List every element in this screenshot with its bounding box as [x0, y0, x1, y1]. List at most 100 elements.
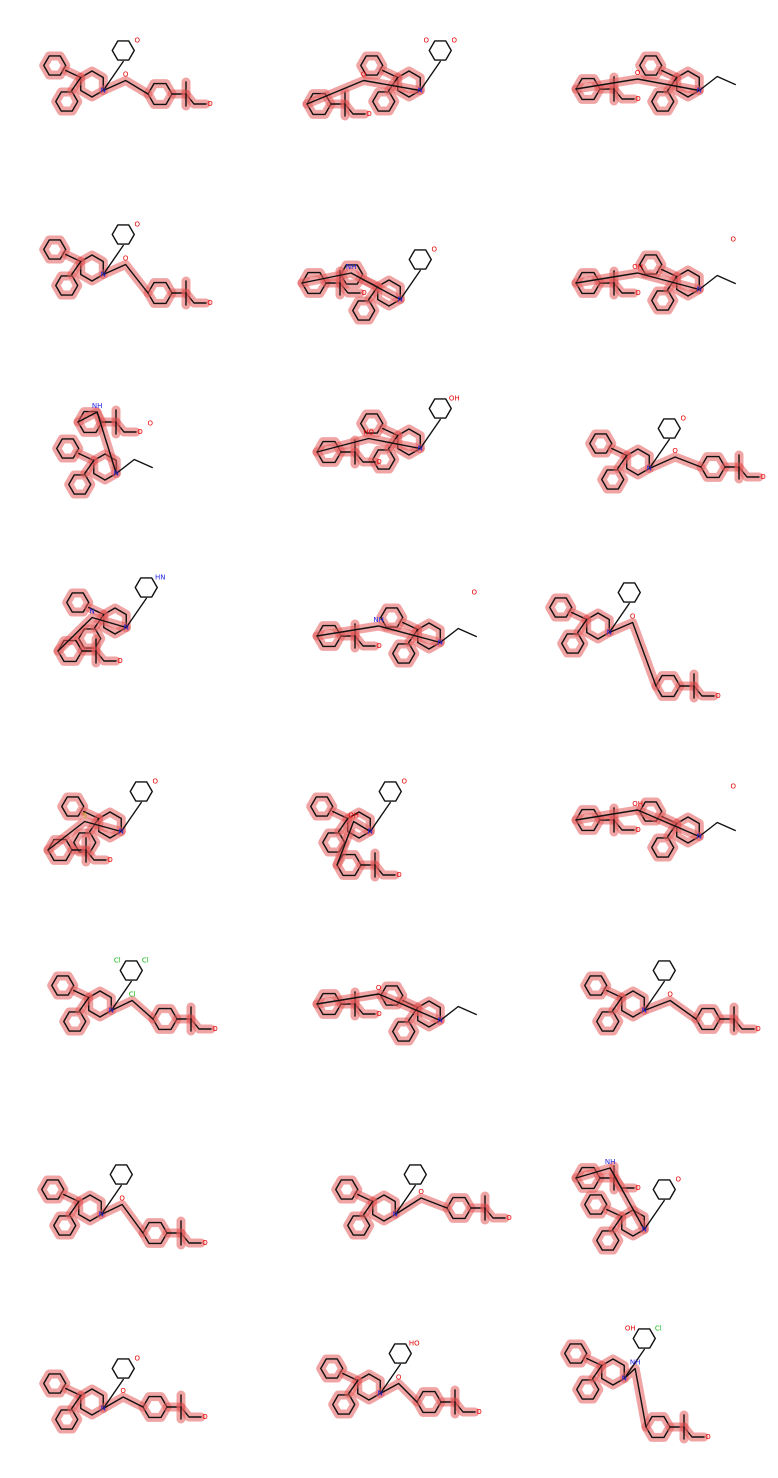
linker	[316, 437, 421, 453]
phenyl-ring-a	[589, 433, 613, 454]
atom-label: O	[376, 984, 382, 992]
molecule-drawing: NOO	[331, 1164, 512, 1240]
molecule-structure: NOO	[37, 1164, 208, 1250]
acid-oxygen: O	[755, 1025, 761, 1033]
molecule-structure: NOO	[312, 981, 477, 1046]
atom-label: O	[731, 236, 737, 244]
phenyl-ring-a	[61, 796, 85, 817]
chlorocyclohexane-bond	[110, 980, 132, 1012]
ph-bond-b	[363, 1200, 374, 1216]
linker	[648, 456, 702, 470]
molecule-drawing: NOO	[312, 981, 477, 1046]
imidazolidinone-bond	[643, 1199, 665, 1231]
styryl-bond	[379, 1363, 401, 1395]
imidazolidinone-ring	[652, 1179, 676, 1200]
cyclohexene-ring	[111, 40, 135, 61]
phenyl-ring-a	[549, 597, 573, 618]
tbutyl-chain	[698, 75, 736, 92]
atom-label: O	[452, 37, 458, 45]
atom-label: O	[424, 37, 430, 45]
atom-label: O	[148, 420, 154, 428]
ph-bond-b	[348, 1379, 359, 1395]
acid-oxygen: O	[117, 657, 123, 665]
atom-label: O	[135, 37, 141, 45]
atom-label: OH	[625, 1325, 636, 1333]
acid-oxygen: O	[207, 100, 213, 108]
atom-label: N	[438, 639, 443, 647]
atom-label: O	[676, 1176, 682, 1184]
linker	[102, 1396, 144, 1410]
linker-highlight	[644, 452, 706, 473]
acid-oxygen: O	[212, 1025, 218, 1033]
molecule-structure: NOO	[580, 960, 761, 1036]
isopropylbenzene-ring	[109, 1164, 133, 1185]
atom-label: NH	[346, 263, 357, 271]
atom-label: O	[119, 1195, 125, 1203]
linker	[301, 272, 401, 301]
linker	[316, 625, 441, 644]
linker	[575, 1167, 645, 1231]
acid-oxygen: O	[107, 856, 113, 864]
linker-highlight	[98, 260, 153, 298]
indole-bond	[125, 597, 147, 629]
linker	[47, 820, 122, 851]
atom-label: N	[607, 629, 612, 637]
molecule-drawing: NOO	[571, 51, 736, 116]
linker-highlight	[96, 1200, 148, 1238]
polycycle-bond	[419, 60, 441, 92]
atom-label: O	[681, 415, 687, 423]
phenyl-ring-a	[360, 413, 384, 434]
cyclopentyl-amide-bond	[399, 269, 421, 301]
acid-oxygen: O	[635, 826, 641, 834]
dimethoxy-ring	[657, 418, 681, 439]
isopropylbenzene-bond	[100, 1184, 122, 1216]
acid-oxygen: O	[635, 289, 641, 297]
ph-bond-b	[84, 459, 95, 475]
atom-label: N	[647, 465, 652, 473]
atom-label: O	[635, 69, 641, 77]
ph-bond-b	[592, 1364, 603, 1380]
linker	[57, 616, 127, 652]
atom-label: O	[630, 613, 636, 621]
atom-label: Cl	[655, 1325, 662, 1333]
linker	[575, 78, 700, 92]
acid-oxygen: O	[635, 1184, 641, 1192]
cyclohexene-bond	[102, 60, 124, 92]
acid-oxygen: O	[760, 473, 766, 481]
linker	[336, 820, 371, 866]
atom-label: O	[123, 71, 129, 79]
acid-oxygen: O	[476, 1408, 482, 1416]
atom-label: N	[393, 1211, 398, 1219]
atom-label: O	[667, 991, 673, 999]
ph-bond-b	[577, 618, 588, 634]
ph-bond-b	[612, 1215, 623, 1231]
dihydropyridine-ring	[111, 1358, 135, 1379]
phenyl-ring-a	[56, 438, 80, 459]
atom-label: N	[438, 1017, 443, 1025]
molecule-drawing: NOO	[37, 1164, 208, 1250]
atom-label: N	[101, 1405, 106, 1413]
acid-oxygen: O	[361, 289, 367, 297]
ph-bond-b	[69, 1200, 80, 1216]
phenyl-ring-a	[564, 1343, 588, 1364]
phenyl-ring-a	[584, 975, 608, 996]
